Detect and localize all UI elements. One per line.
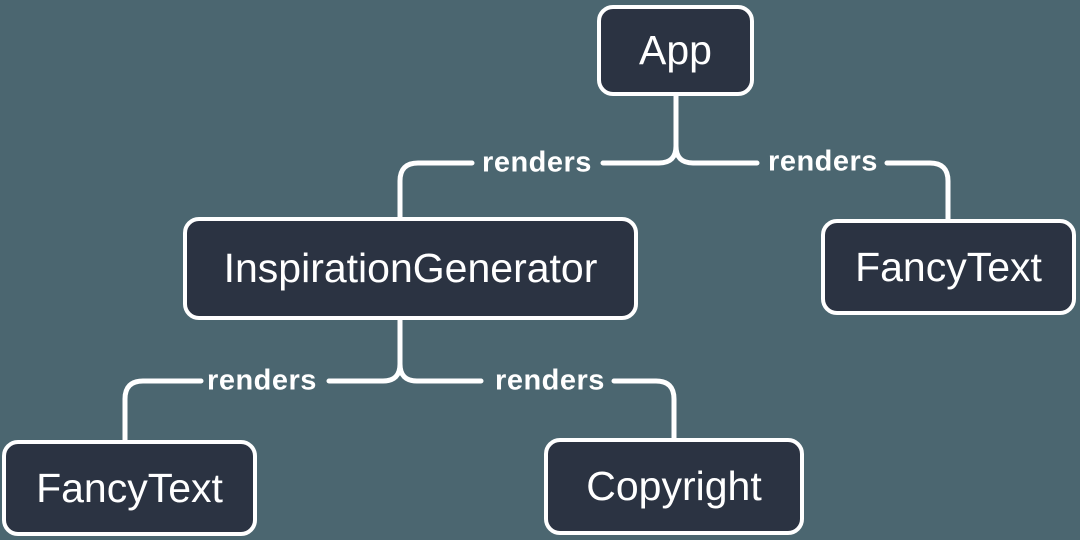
edge-label-renders-app-inspirationgenerator: renders — [482, 146, 592, 179]
edge-label-renders-inspirationgenerator-fancytext: renders — [207, 364, 317, 397]
node-app: App — [597, 5, 754, 96]
edge-label-renders-app-fancytext: renders — [768, 145, 878, 178]
edge-inspirationgenerator-to-copyright — [397, 315, 677, 443]
edge-label-renders-inspirationgenerator-copyright: renders — [495, 364, 605, 397]
node-inspiration-generator: InspirationGenerator — [183, 217, 638, 320]
node-copyright: Copyright — [544, 438, 804, 535]
node-fancy-text-right: FancyText — [821, 219, 1076, 315]
node-fancy-text-left: FancyText — [2, 440, 257, 536]
edge-app-to-fancytext — [673, 93, 951, 224]
